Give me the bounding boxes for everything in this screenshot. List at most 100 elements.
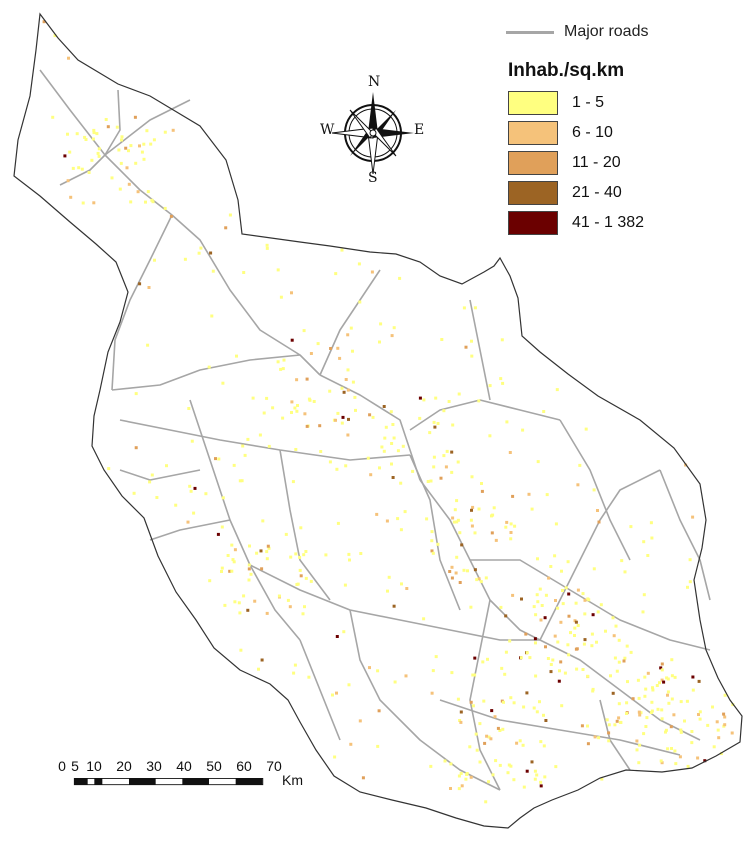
density-cell: [511, 593, 515, 597]
density-cell: [480, 482, 483, 485]
density-cell: [346, 333, 350, 337]
density-cell: [567, 614, 571, 618]
density-cell: [466, 569, 469, 573]
density-cell: [411, 469, 415, 473]
density-cell: [204, 492, 208, 496]
legend-class-5: 41 - 1 382: [508, 208, 730, 238]
density-cell: [698, 717, 702, 721]
density-cell: [242, 271, 246, 274]
density-cell: [221, 381, 225, 385]
density-cell: [366, 456, 370, 460]
density-cell: [581, 592, 585, 596]
density-cell: [625, 712, 628, 715]
density-cell: [583, 612, 587, 616]
density-cell: [91, 137, 95, 141]
density-cell: [605, 718, 609, 722]
scale-bar-graphic: [73, 778, 264, 786]
density-cell: [432, 420, 436, 424]
density-cell: [706, 723, 710, 727]
density-cell: [253, 599, 257, 603]
density-cell: [697, 713, 700, 716]
density-cell: [344, 464, 348, 468]
density-cell: [448, 570, 452, 573]
density-cell: [450, 565, 454, 569]
density-cell: [298, 555, 302, 559]
density-cell: [120, 135, 124, 139]
density-cell: [636, 678, 640, 682]
density-cell: [584, 427, 588, 431]
density-cell: [464, 777, 468, 781]
density-cell: [340, 421, 344, 425]
density-cell: [431, 669, 435, 673]
density-cell: [691, 675, 695, 679]
density-cell: [521, 743, 525, 747]
density-cell: [488, 384, 492, 388]
density-cell: [489, 737, 493, 741]
density-cell: [544, 645, 547, 649]
density-cell: [431, 551, 435, 555]
density-cell: [611, 616, 615, 620]
density-cell: [509, 531, 513, 534]
density-cell: [617, 702, 621, 706]
density-cell: [560, 704, 564, 708]
density-cell: [583, 598, 587, 602]
density-cell: [635, 739, 639, 743]
density-cell: [486, 657, 489, 661]
density-cell: [512, 701, 516, 705]
road-segment: [59, 154, 106, 186]
density-cell: [592, 567, 596, 571]
density-cell: [528, 656, 532, 660]
density-cell: [527, 492, 531, 496]
density-cell: [336, 346, 340, 350]
density-cell: [533, 637, 537, 641]
density-cell: [553, 554, 557, 558]
legend-class-1: 1 - 5: [508, 88, 730, 118]
density-cell: [391, 476, 395, 479]
density-cell: [614, 624, 618, 628]
density-cell: [290, 291, 293, 295]
density-cell: [301, 612, 305, 616]
road-segment: [539, 469, 661, 641]
density-cell: [133, 115, 137, 119]
density-cell: [226, 554, 230, 557]
density-cell: [400, 582, 403, 586]
density-cell: [501, 381, 505, 385]
legend-class-label: 21 - 40: [572, 184, 622, 201]
compass-n: N: [368, 74, 381, 90]
road-line-swatch: [506, 30, 554, 34]
density-cell: [304, 550, 308, 553]
legend-title: Inhab./sq.km: [508, 60, 625, 81]
density-cell: [207, 365, 211, 369]
density-cell: [637, 761, 641, 765]
density-cell: [538, 587, 542, 591]
density-cell: [723, 715, 727, 719]
density-cell: [378, 466, 381, 470]
density-cell: [719, 752, 723, 756]
density-cell: [344, 378, 348, 381]
density-cell: [477, 399, 481, 403]
density-cell: [299, 574, 303, 578]
density-cell: [97, 147, 101, 151]
density-cell: [403, 510, 407, 514]
density-cell: [525, 651, 529, 655]
density-cell: [717, 736, 721, 740]
density-cell: [425, 517, 429, 521]
density-cell: [436, 422, 440, 425]
density-cell: [549, 565, 553, 568]
density-cell: [67, 56, 70, 60]
scale-tick: 30: [146, 758, 162, 774]
density-cell: [662, 680, 666, 684]
road-segment: [599, 699, 631, 771]
density-cell: [490, 709, 494, 713]
density-cell: [319, 450, 323, 453]
density-cell: [561, 602, 565, 606]
density-cell: [618, 720, 622, 724]
density-cell: [432, 455, 436, 459]
density-cell: [276, 360, 280, 364]
density-cell: [639, 711, 643, 715]
density-cell: [604, 629, 607, 633]
density-cell: [557, 679, 561, 683]
scale-tick: 0: [58, 758, 66, 774]
density-cell: [503, 672, 507, 676]
density-cell: [525, 769, 529, 773]
